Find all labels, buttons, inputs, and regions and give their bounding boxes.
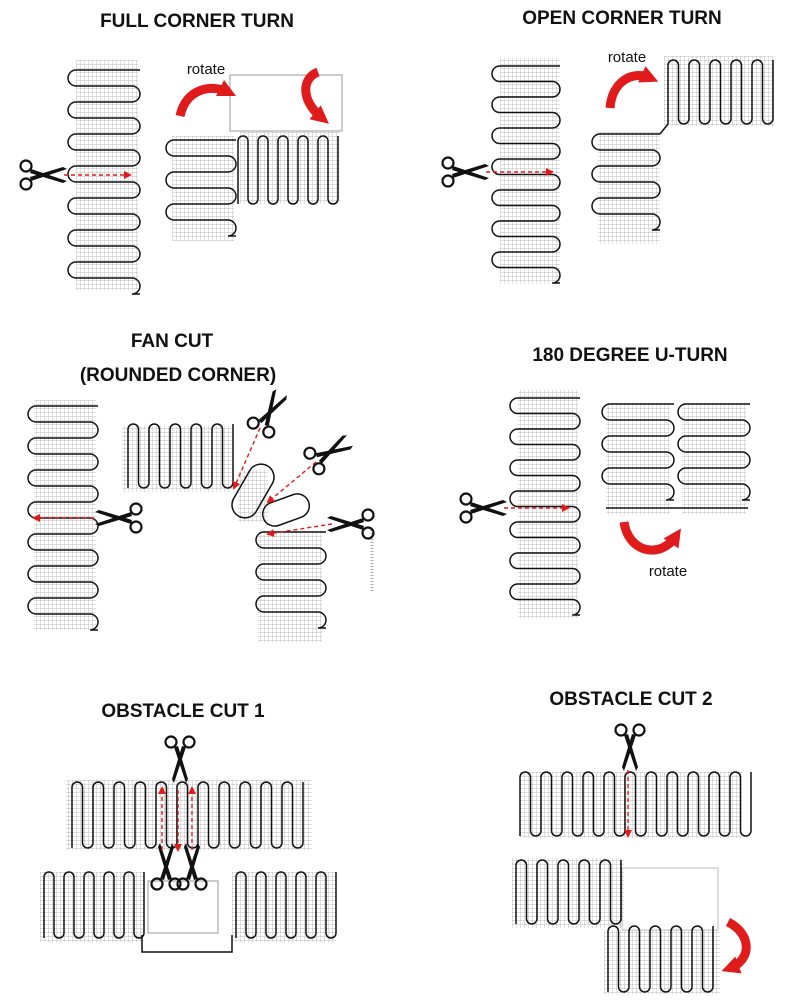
fan-piece-2-cable — [261, 493, 311, 527]
cut-line-fan-3 — [266, 461, 317, 504]
rotate-arrow-icon-uturn — [619, 521, 682, 555]
title-obstacle-cut-2: OBSTACLE CUT 2 — [549, 689, 712, 710]
heating-cable-fan-2 — [127, 423, 234, 489]
fan-piece-1-cable — [231, 463, 275, 519]
heating-cable-open-3 — [667, 59, 774, 125]
heating-cable-fan-3 — [255, 531, 327, 629]
label-rotate-full: rotate — [187, 61, 225, 78]
heating-cable-uturn-2 — [601, 403, 675, 501]
scissors-icon-fan-1 — [93, 502, 143, 534]
flip-over-box — [229, 74, 343, 132]
mesh-mat-full-3 — [240, 132, 340, 204]
heating-cable-obstacle2-bottom — [607, 925, 714, 993]
scissors-icon-open — [441, 156, 491, 188]
mesh-mat-fan-2 — [122, 426, 232, 492]
title-fan-cut: FAN CUT — [131, 331, 214, 352]
mesh-mat-obstacle1-right — [232, 872, 336, 942]
cable-lead-open — [659, 123, 669, 135]
title-obstacle-cut-1: OBSTACLE CUT 1 — [101, 701, 265, 722]
cable-lead-obstacle1 — [141, 935, 233, 953]
heating-cable-obstacle2-left — [515, 859, 622, 925]
flip-arrow-icon-obstacle2 — [721, 917, 751, 974]
heating-cable-open-2 — [591, 133, 661, 231]
mesh-mat-obstacle2-top — [520, 772, 742, 838]
mesh-mat-obstacle2-bottom — [604, 930, 720, 994]
scissors-icon-fan-3 — [301, 426, 359, 478]
heating-cable-full-3 — [237, 135, 339, 205]
title-u-turn: 180 DEGREE U-TURN — [532, 345, 727, 366]
title-open-corner-turn: OPEN CORNER TURN — [522, 8, 722, 29]
mesh-mat-fan-1 — [34, 400, 96, 630]
flip-arrow-icon-full — [301, 67, 329, 124]
heating-cable-uturn-3 — [677, 403, 751, 501]
scissors-icon-fan-4 — [325, 508, 375, 540]
heating-cable-obstacle1-right — [235, 871, 337, 939]
scissors-icon-obstacle2 — [614, 723, 646, 773]
cut-line-fan-4 — [266, 523, 333, 538]
scissors-icon-fan-2 — [244, 383, 296, 441]
heating-cable-open-1 — [491, 65, 561, 284]
scissors-icon-uturn — [459, 492, 509, 524]
mesh-mat-open-1 — [500, 58, 560, 284]
label-rotate-uturn: rotate — [649, 563, 687, 580]
label-rotate-open: rotate — [608, 49, 646, 66]
heating-cable-full-1 — [67, 69, 141, 295]
mesh-mat-open-3 — [664, 56, 774, 126]
mesh-mat-fan-3 — [258, 530, 322, 642]
title-full-corner-turn: FULL CORNER TURN — [100, 11, 294, 32]
mesh-mat-obstacle1-left — [40, 872, 144, 942]
heating-cable-uturn-1 — [509, 397, 581, 616]
heating-cable-full-2 — [165, 139, 237, 237]
title-fan-cut-subtitle: (ROUNDED CORNER) — [80, 365, 276, 386]
mesh-mat-uturn-2 — [606, 402, 670, 514]
cut-line-fan-2 — [232, 427, 261, 490]
flip-over-box-2 — [621, 867, 719, 931]
mesh-mat-uturn-3 — [682, 402, 746, 514]
heating-cable-obstacle1-left — [43, 871, 145, 939]
rotate-arrow-icon-full — [175, 79, 237, 118]
heating-cable-obstacle2-top — [519, 771, 752, 837]
mesh-mat-open-2 — [598, 132, 660, 244]
scissors-icon-full — [19, 159, 69, 191]
heating-cable-obstacle1-top — [71, 781, 304, 849]
scissors-icon-obstacle1-top — [164, 735, 196, 785]
rotate-arrow-icon-open — [605, 66, 659, 109]
